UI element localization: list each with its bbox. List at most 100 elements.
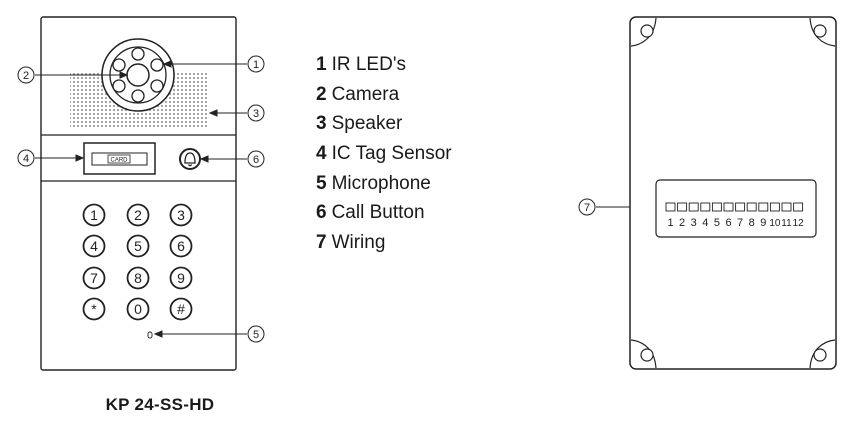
callout-number-6: 6 (253, 154, 259, 166)
keypad-key-outline (126, 234, 150, 258)
keypad-key: 5 (126, 234, 150, 258)
keypad-key-outline (82, 266, 106, 290)
keypad-key-outline (82, 234, 106, 258)
ir-led (131, 89, 145, 103)
legend-number: 1 (316, 54, 327, 75)
legend-label: Microphone (331, 172, 431, 194)
keypad-key-label: 4 (90, 238, 98, 254)
keypad-key: 2 (126, 203, 150, 227)
keypad-key-outline (82, 203, 106, 227)
card-label-box (107, 154, 131, 164)
keypad-key: # (169, 297, 193, 321)
legend-number: 3 (316, 113, 327, 135)
corner-bracket (809, 339, 836, 369)
ir-led (112, 58, 126, 72)
terminal-label: 2 (679, 217, 685, 229)
terminal-label: 5 (714, 217, 720, 229)
legend-label: IC Tag Sensor (331, 143, 452, 165)
terminal-pin (723, 202, 734, 212)
corner-bracket (630, 339, 657, 369)
callout-badge-6 (247, 150, 265, 168)
keypad-key-label: 8 (134, 270, 142, 286)
keypad-key-outline (169, 234, 193, 258)
bell-icon (184, 152, 196, 167)
mounting-hole (813, 348, 827, 362)
corner-bracket (809, 17, 836, 47)
keypad-key-outline (169, 297, 193, 321)
legend-number: 6 (316, 202, 327, 224)
terminal-label: 9 (760, 217, 766, 229)
callout-badge-5 (247, 325, 265, 343)
legend-label: Wiring (331, 232, 386, 254)
callout-badge-2 (17, 66, 35, 84)
terminal-pin (746, 202, 757, 212)
arrowhead-5 (153, 330, 163, 338)
terminal-label: 3 (691, 217, 697, 229)
keypad-key-label: # (177, 301, 185, 317)
corner-bracket (630, 17, 657, 47)
terminal-label: 11 (781, 218, 792, 229)
model-name: KP 24-SS-HD (105, 395, 215, 414)
microphone (147, 331, 153, 339)
keypad-key-outline (126, 203, 150, 227)
terminal-label: 7 (737, 217, 743, 229)
callout-number-2: 2 (23, 70, 29, 82)
callout-number-1: 1 (253, 59, 259, 71)
ir-led (150, 79, 164, 93)
keypad-key: 0 (126, 297, 150, 321)
keypad-key-outline (169, 266, 193, 290)
callout-badge-4 (17, 149, 35, 167)
card-label: CARD (110, 158, 128, 164)
callout-badge-7 (578, 198, 596, 216)
keypad-key: 3 (169, 203, 193, 227)
keypad-key-label: 6 (177, 238, 185, 254)
keypad-key-label: 5 (134, 238, 142, 254)
keypad-key-label: 7 (90, 270, 98, 286)
keypad-key-label: 9 (177, 270, 185, 286)
terminal-label: 10 (769, 218, 781, 229)
terminal-pin (711, 202, 722, 212)
legend-number: 4 (316, 143, 327, 165)
terminal-pin (781, 202, 792, 212)
legend-label: Speaker (331, 113, 403, 135)
terminal-pins (665, 202, 804, 212)
ir-led (131, 47, 145, 61)
keypad-key: 9 (169, 266, 193, 290)
terminal-label: 12 (793, 218, 805, 229)
terminal-label: 6 (725, 217, 731, 229)
callout-badge-1 (247, 55, 265, 73)
keypad-key-outline (126, 297, 150, 321)
keypad-key: 4 (82, 234, 106, 258)
arrowhead-6 (199, 155, 209, 163)
keypad-key: 1 (82, 203, 106, 227)
terminal-pin (758, 202, 769, 212)
arrowhead-2 (119, 71, 129, 79)
mounting-holes (630, 17, 836, 369)
keypad-key: 7 (82, 266, 106, 290)
ir-led (112, 79, 126, 93)
mounting-hole (640, 24, 654, 38)
callout-number-5: 5 (253, 329, 259, 341)
terminal-label: 8 (749, 217, 755, 229)
keypad-key-outline (82, 297, 106, 321)
terminal-label: 4 (702, 217, 708, 229)
keypad-key: * (82, 297, 106, 321)
keypad-key-label: 2 (134, 207, 142, 223)
ir-leds (112, 47, 164, 103)
mounting-hole (640, 348, 654, 362)
arrowhead-4 (75, 154, 85, 162)
camera-lens (126, 63, 150, 87)
ir-led (150, 58, 164, 72)
callout-number-4: 4 (23, 153, 29, 165)
callout-badge-3 (247, 104, 265, 122)
keypad-key-outline (126, 266, 150, 290)
terminal-pin (677, 202, 688, 212)
legend-number: 7 (316, 232, 327, 254)
terminal-pin (769, 202, 780, 212)
